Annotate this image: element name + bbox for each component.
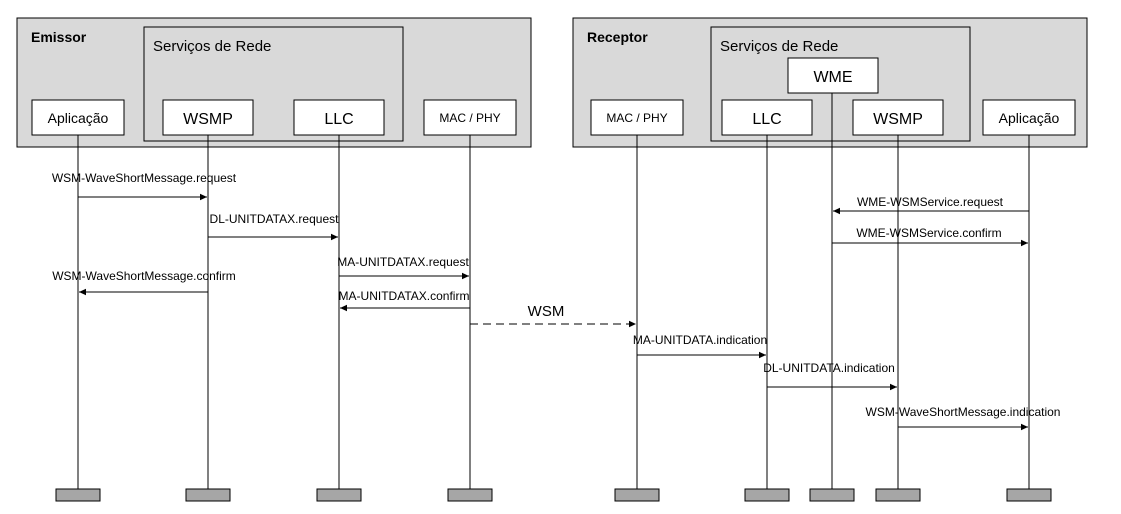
msg-wsm-air: WSM xyxy=(470,303,636,328)
receptor-wme-label: WME xyxy=(813,69,852,86)
msg-dl-request-label: DL-UNITDATAX.request xyxy=(210,212,340,226)
msg-dl-indication-label: DL-UNITDATA.indication xyxy=(763,361,895,375)
msg-wsm-air-label: WSM xyxy=(528,303,565,320)
lifelines xyxy=(77,93,1030,489)
terminator-receptor-macphy xyxy=(614,488,660,502)
receptor-llc-label: LLC xyxy=(752,111,781,128)
msg-ma-confirm: MA-UNITDATAX.confirm xyxy=(339,289,470,312)
msg-wsm-confirm-label: WSM-WaveShortMessage.confirm xyxy=(52,269,236,283)
terminator-emissor-macphy xyxy=(447,488,493,502)
emissor-app-label: Aplicação xyxy=(48,110,109,126)
receptor-panel: Receptor Serviços de Rede WME MAC / PHY … xyxy=(572,17,1088,148)
emissor-wsmp-box xyxy=(162,99,254,136)
emissor-wsmp-label: WSMP xyxy=(183,111,233,128)
msg-ma-confirm-label: MA-UNITDATAX.confirm xyxy=(339,289,470,303)
msg-wsm-indication-label: WSM-WaveShortMessage.indication xyxy=(866,405,1061,419)
lifeline-terminators xyxy=(55,488,1052,502)
receptor-llc-box xyxy=(721,99,813,136)
msg-wsm-request-label: WSM-WaveShortMessage.request xyxy=(52,171,237,185)
receptor-macphy-label: MAC / PHY xyxy=(606,111,667,125)
receptor-macphy-box xyxy=(590,99,684,136)
emissor-app-box xyxy=(31,99,125,136)
terminator-receptor-wme xyxy=(809,488,855,502)
emissor-macphy-label: MAC / PHY xyxy=(439,111,500,125)
receptor-wsmp-label: WSMP xyxy=(873,111,923,128)
msg-ma-request: MA-UNITDATAX.request xyxy=(337,255,469,280)
terminator-emissor-wsmp xyxy=(185,488,231,502)
msg-dl-request: DL-UNITDATAX.request xyxy=(208,212,340,241)
emissor-llc-label: LLC xyxy=(324,111,353,128)
msg-wme-request: WME-WSMService.request xyxy=(833,195,1029,215)
emissor-panel: Emissor Serviços de Rede Aplicação WSMP … xyxy=(16,17,532,148)
msg-wme-confirm: WME-WSMService.confirm xyxy=(832,226,1028,247)
emissor-macphy-box xyxy=(423,99,517,136)
msg-dl-indication: DL-UNITDATA.indication xyxy=(763,361,897,391)
msg-ma-indication-label: MA-UNITDATA.indication xyxy=(633,333,767,347)
receptor-title: Receptor xyxy=(587,29,648,45)
receptor-network-services-label: Serviços de Rede xyxy=(720,38,838,55)
receptor-wsmp-box xyxy=(852,99,944,136)
msg-ma-request-label: MA-UNITDATAX.request xyxy=(337,255,469,269)
receptor-app-label: Aplicação xyxy=(999,110,1060,126)
msg-wme-request-label: WME-WSMService.request xyxy=(857,195,1004,209)
terminator-receptor-llc xyxy=(744,488,790,502)
msg-wme-confirm-label: WME-WSMService.confirm xyxy=(856,226,1001,240)
msg-wsm-confirm: WSM-WaveShortMessage.confirm xyxy=(52,269,236,296)
terminator-receptor-wsmp xyxy=(875,488,921,502)
terminator-emissor-llc xyxy=(316,488,362,502)
terminator-emissor-app xyxy=(55,488,101,502)
emissor-network-services-label: Serviços de Rede xyxy=(153,38,271,55)
receptor-wme-box xyxy=(787,57,879,94)
msg-ma-indication: MA-UNITDATA.indication xyxy=(633,333,767,359)
emissor-title: Emissor xyxy=(31,29,87,45)
msg-wsm-request: WSM-WaveShortMessage.request xyxy=(52,171,237,201)
terminator-receptor-app xyxy=(1006,488,1052,502)
msg-wsm-indication: WSM-WaveShortMessage.indication xyxy=(866,405,1061,431)
